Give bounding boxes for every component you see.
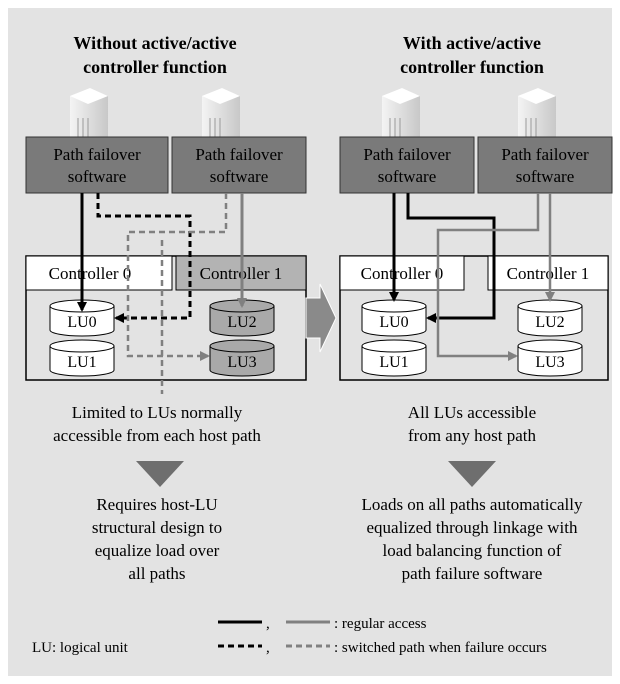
left-software-1-line1: Path failover (53, 145, 141, 164)
legend-comma2: , (266, 640, 270, 656)
right-software-box-1 (339, 136, 475, 194)
left-result-line4: all paths (128, 564, 185, 583)
right-software-box-2 (477, 136, 613, 194)
right-path-black-lu3 (406, 193, 496, 323)
right-down-triangle-icon (448, 461, 496, 487)
left-lu2-label: LU2 (227, 314, 256, 331)
right-software-2-line2: software (516, 167, 575, 186)
legend-regular: : regular access (334, 616, 427, 632)
left-result-line2: structural design to (92, 518, 222, 537)
right-software-2-line1: Path failover (501, 145, 589, 164)
right-caption-line2: from any host path (408, 426, 536, 445)
left-software-2-line1: Path failover (195, 145, 283, 164)
transition-arrow-icon (305, 283, 337, 353)
legend-switched: : switched path when failure occurs (334, 640, 547, 656)
left-controller0-box (25, 255, 173, 291)
left-lu3-cylinder (209, 339, 275, 377)
right-software-1-line1: Path failover (363, 145, 451, 164)
right-result-line2: equalized through linkage with (366, 518, 578, 537)
left-title-line2: controller function (83, 57, 227, 77)
legend-comma1: , (266, 616, 270, 632)
server-icon (202, 88, 240, 140)
right-lu0-label: LU0 (379, 314, 408, 331)
right-controller1-box (487, 255, 609, 291)
right-title-line1: With active/active (403, 33, 541, 53)
right-lu1-label: LU1 (379, 354, 408, 371)
server-icon (70, 88, 108, 140)
right-title-line2: controller function (400, 57, 544, 77)
right-controller0-box (339, 255, 465, 291)
right-lu2-label: LU2 (535, 314, 564, 331)
left-lu0-label: LU0 (67, 314, 96, 331)
right-result-line4: path failure software (402, 564, 543, 583)
right-result-line3: load balancing function of (383, 541, 562, 560)
right-lu1-cylinder (361, 339, 427, 377)
right-path-gray-lu3 (436, 193, 540, 361)
right-controller0-label: Controller 0 (361, 264, 444, 283)
left-down-triangle-icon (136, 461, 184, 487)
right-lu3-cylinder (517, 339, 583, 377)
right-lu0-cylinder (361, 299, 427, 337)
left-result-line3: equalize load over (95, 541, 220, 560)
right-caption-line1: All LUs accessible (408, 403, 536, 422)
left-lu3-label: LU3 (227, 354, 256, 371)
left-caption-line1: Limited to LUs normally (72, 403, 243, 422)
right-result-line1: Loads on all paths automatically (362, 495, 583, 514)
left-title-line1: Without active/active (73, 33, 236, 53)
right-software-1-line2: software (378, 167, 437, 186)
left-software-box-1 (25, 136, 169, 194)
left-caption-line2: accessible from each host path (53, 426, 261, 445)
left-controller0-label: Controller 0 (49, 264, 132, 283)
left-path-switched-black (96, 193, 192, 323)
left-software-1-line2: software (68, 167, 127, 186)
left-lu0-cylinder (49, 299, 115, 337)
left-path-switched-gray (126, 193, 228, 361)
server-icon (382, 88, 420, 140)
left-lu1-cylinder (49, 339, 115, 377)
left-software-box-2 (171, 136, 307, 194)
left-result-line1: Requires host-LU (96, 495, 217, 514)
legend-abbrev: LU: logical unit (32, 640, 129, 656)
left-lu1-label: LU1 (67, 354, 96, 371)
right-lu2-cylinder (517, 299, 583, 337)
right-controller1-label: Controller 1 (507, 264, 590, 283)
left-software-2-line2: software (210, 167, 269, 186)
right-lu3-label: LU3 (535, 354, 564, 371)
server-icon (518, 88, 556, 140)
